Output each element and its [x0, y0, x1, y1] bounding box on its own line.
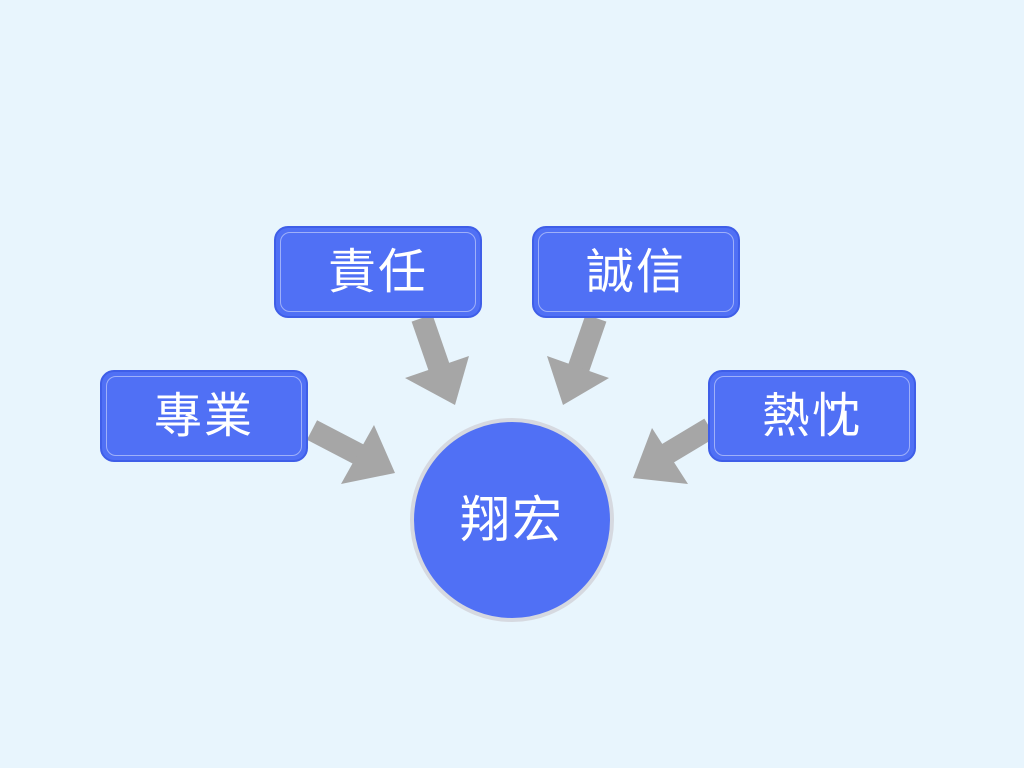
- node-zhuanye: 專業: [100, 370, 308, 462]
- arrow-shaft: [411, 314, 451, 374]
- arrow-head: [633, 428, 688, 484]
- node-label: 誠信: [585, 244, 686, 300]
- arrow-head: [341, 425, 395, 484]
- arrow-shaft: [306, 420, 366, 465]
- arrow-shaft: [567, 314, 607, 374]
- arrow-reshen-to-center: [633, 418, 716, 484]
- node-label: 專業: [153, 388, 254, 444]
- node-label: 熱忱: [761, 388, 862, 444]
- arrow-chengxin-to-center: [547, 314, 609, 405]
- arrow-head: [405, 356, 469, 405]
- node-label: 責任: [327, 244, 428, 300]
- node-zeren: 責任: [274, 226, 482, 318]
- arrow-shaft: [659, 418, 716, 465]
- arrow-zeren-to-center: [405, 314, 469, 405]
- center-node: 翔宏: [410, 418, 614, 622]
- arrow-zhuanye-to-center: [306, 420, 395, 484]
- arrow-head: [547, 356, 609, 405]
- node-reshen: 熱忱: [708, 370, 916, 462]
- node-chengxin: 誠信: [532, 226, 740, 318]
- center-node-label: 翔宏: [460, 491, 564, 549]
